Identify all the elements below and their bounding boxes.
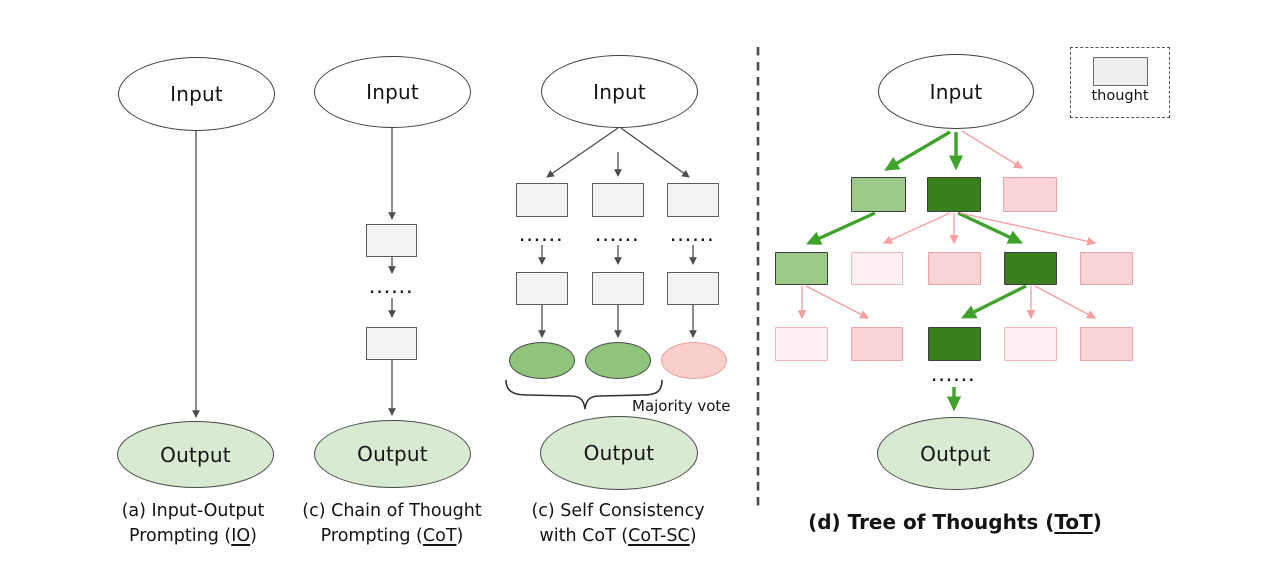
cotsc-input-ellipse: Input [541, 55, 698, 128]
tot-l3-box-2 [851, 327, 903, 361]
tot-l1-box-1 [851, 177, 906, 212]
tot-output-ellipse: Output [877, 417, 1034, 490]
majority-vote-label: Majority vote [632, 397, 731, 415]
tot-input-ellipse: Input [878, 54, 1034, 129]
caption-cot-line1: (c) Chain of Thought [302, 501, 482, 521]
tot-l2-box-5 [1080, 252, 1133, 285]
caption-cot-line2-prefix: Prompting ( [320, 526, 423, 546]
arrow-green [957, 211, 1024, 244]
cotsc-answer-ellipse-1 [509, 342, 575, 379]
caption-tot: (d) Tree of Thoughts (ToT) [805, 510, 1105, 535]
thought-legend-label: thought [1091, 88, 1149, 104]
cotsc-answer-ellipse-3 [661, 342, 727, 379]
tot-l2-box-1 [775, 252, 828, 285]
cotsc-dots-3: ...... [670, 230, 716, 245]
io-output-ellipse: Output [117, 421, 274, 488]
tot-ellipsis-dots: ...... [931, 370, 977, 385]
caption-tot-abbrev: ToT [1054, 510, 1093, 534]
arrow-green [884, 130, 951, 171]
arrow-pink [959, 212, 1097, 246]
cotsc-dots-2: ...... [595, 230, 641, 245]
caption-cot: (c) Chain of Thought Prompting (CoT) [292, 499, 492, 549]
cotsc-box-r1c2 [592, 183, 644, 217]
tot-l3-box-4 [1004, 327, 1057, 361]
cot-input-ellipse: Input [314, 56, 471, 128]
arrow [546, 127, 619, 178]
gray-arrows [192, 127, 697, 419]
cot-thought-box-2 [366, 327, 417, 360]
cot-output-ellipse: Output [314, 420, 471, 488]
caption-cotsc-line2-prefix: with CoT ( [539, 526, 629, 546]
cotsc-answer-ellipse-2 [585, 342, 651, 379]
cotsc-dots-1: ...... [519, 230, 565, 245]
pink-arrows [797, 130, 1097, 320]
caption-tot-prefix: (d) Tree of Thoughts ( [808, 510, 1055, 534]
io-output-label: Output [160, 442, 231, 467]
caption-cot-line2-suffix: ) [456, 526, 464, 546]
cotsc-box-r2c1 [516, 272, 568, 305]
tot-l3-box-1 [775, 327, 828, 361]
tot-input-label: Input [929, 79, 983, 104]
arrow-pink [1034, 285, 1097, 319]
caption-io-line2-suffix: ) [250, 526, 257, 546]
caption-cotsc-line2-suffix: ) [689, 526, 697, 546]
arrow-green [805, 211, 876, 245]
caption-io-line2-prefix: Prompting ( [129, 526, 232, 546]
cotsc-box-r1c3 [667, 183, 719, 217]
tot-output-label: Output [920, 441, 991, 466]
tot-l1-box-2 [927, 177, 981, 212]
thought-legend-box [1092, 57, 1148, 86]
tot-l2-box-3 [928, 252, 981, 285]
green-arrows [805, 130, 1027, 412]
cot-ellipsis-dots: ...... [369, 282, 415, 297]
arrow-green [960, 284, 1027, 319]
cot-input-label: Input [366, 80, 419, 104]
caption-cotsc-abbrev: CoT-SC [628, 526, 690, 546]
io-input-label: Input [170, 82, 223, 106]
cot-thought-box-1 [366, 224, 417, 257]
tot-l1-box-3 [1003, 177, 1057, 212]
caption-io-abbrev: IO [231, 526, 251, 546]
tot-l3-box-5 [1080, 327, 1133, 361]
arrow-pink [882, 212, 951, 244]
tot-l2-box-4 [1004, 252, 1057, 285]
cotsc-box-r2c2 [592, 272, 644, 305]
arrow-pink [961, 130, 1024, 169]
majority-vote-brace [505, 379, 663, 410]
thought-legend: thought [1070, 47, 1170, 118]
arrow [620, 127, 690, 178]
caption-io: (a) Input-Output Prompting (IO) [93, 499, 293, 549]
arrow-pink [805, 285, 870, 319]
caption-io-line1: (a) Input-Output [121, 501, 265, 521]
caption-tot-suffix: ) [1092, 510, 1102, 534]
tot-l2-box-2 [851, 252, 903, 285]
io-input-ellipse: Input [118, 57, 275, 131]
tot-l3-box-3 [928, 327, 981, 361]
cotsc-input-label: Input [593, 79, 646, 104]
cotsc-output-ellipse: Output [540, 416, 698, 490]
cotsc-box-r2c3 [667, 272, 719, 305]
cot-output-label: Output [357, 442, 428, 466]
caption-cotsc-line1: (c) Self Consistency [531, 501, 705, 521]
caption-cotsc: (c) Self Consistency with CoT (CoT-SC) [518, 499, 718, 549]
cotsc-box-r1c1 [516, 183, 568, 217]
cotsc-output-label: Output [583, 441, 655, 465]
caption-cot-abbrev: CoT [422, 526, 457, 546]
